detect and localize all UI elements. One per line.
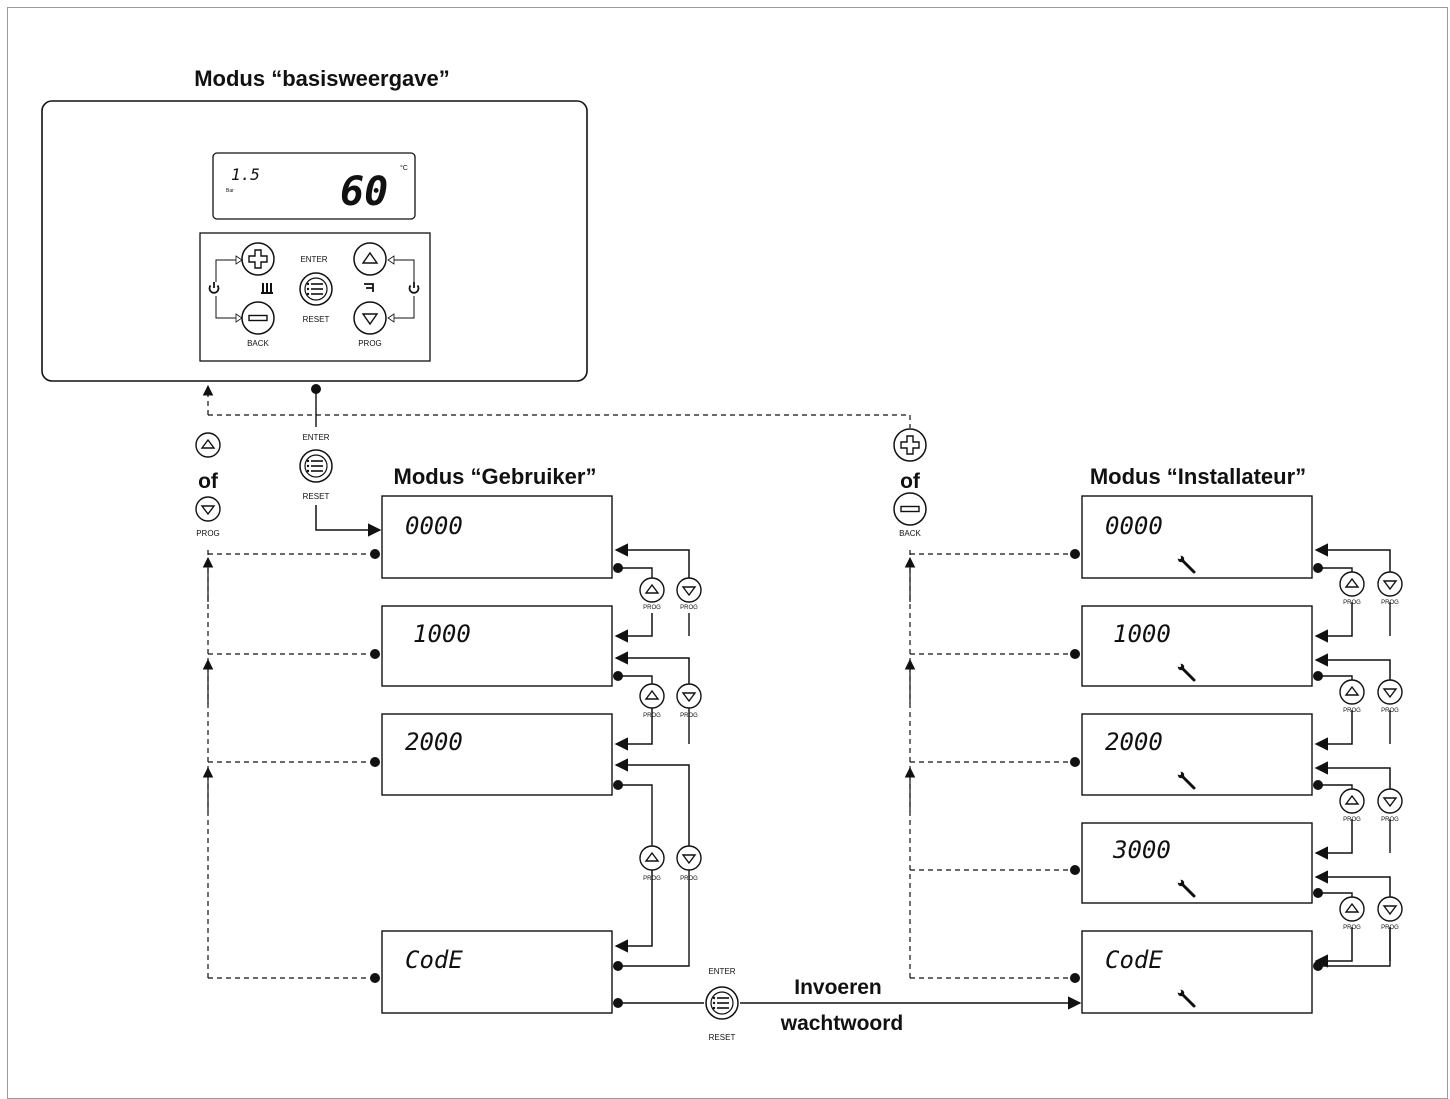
up-button[interactable] — [1339, 679, 1365, 705]
up-button[interactable] — [195, 432, 221, 458]
connector-line — [1318, 784, 1353, 789]
down-button[interactable] — [195, 496, 221, 522]
enter-reset-button[interactable] — [705, 986, 739, 1020]
keypad-back-label: BACK — [247, 339, 269, 348]
prog-label: PROG — [1343, 708, 1361, 714]
installer-screen-code: 3000 — [1112, 836, 1171, 864]
pressure-readout: 1.5 — [231, 165, 260, 184]
prog-label: PROG — [1381, 817, 1399, 823]
or-label: of — [900, 470, 921, 493]
user-screen-1000 — [381, 605, 613, 687]
prog-label: PROG — [680, 605, 698, 611]
down-button[interactable] — [676, 577, 702, 603]
connector-arrow — [1314, 543, 1391, 572]
up-button[interactable] — [639, 845, 665, 871]
installer-screen-3000 — [1081, 822, 1313, 904]
down-button[interactable] — [1377, 571, 1403, 597]
prog-label: PROG — [1381, 708, 1399, 714]
enter-label: ENTER — [302, 433, 329, 442]
connector-arrow — [1314, 927, 1353, 968]
power-icon — [208, 282, 220, 294]
up-button[interactable] — [1339, 788, 1365, 814]
user-screen-code: 2000 — [405, 728, 463, 756]
up-button[interactable] — [1339, 571, 1365, 597]
keypad-prog-label: PROG — [358, 339, 382, 348]
up-button[interactable] — [639, 577, 665, 603]
plus-button[interactable] — [241, 242, 275, 276]
connector-line — [1318, 675, 1353, 680]
keypad-enter-label: ENTER — [300, 255, 327, 264]
prog-label: PROG — [196, 529, 220, 538]
connector-arrow — [1314, 653, 1391, 680]
prog-label: PROG — [680, 876, 698, 882]
installer-screen-1000 — [1081, 605, 1313, 687]
down-button[interactable] — [676, 845, 702, 871]
basic-display — [212, 152, 416, 220]
down-button[interactable] — [1377, 788, 1403, 814]
user-screen-2000 — [381, 713, 613, 796]
prog-label: PROG — [1381, 600, 1399, 606]
pressure-unit: Bar — [226, 188, 234, 194]
prog-label: PROG — [1343, 600, 1361, 606]
temperature-unit: °C — [400, 164, 408, 172]
connector-line — [1318, 892, 1353, 897]
connector-line — [1318, 927, 1391, 967]
minus-button[interactable] — [241, 301, 275, 335]
down-button[interactable] — [1377, 679, 1403, 705]
connector-arrow — [1314, 870, 1391, 897]
connector-arrow — [1314, 761, 1391, 789]
prog-label: PROG — [680, 713, 698, 719]
minus-button[interactable] — [893, 492, 927, 526]
enter-label: ENTER — [708, 967, 735, 976]
or-label: of — [198, 470, 219, 493]
installer-mode-title: Modus “Installateur” — [1090, 464, 1306, 489]
back-label: BACK — [899, 529, 921, 538]
prog-label: PROG — [643, 713, 661, 719]
prog-label: PROG — [643, 876, 661, 882]
radiator-icon — [261, 283, 273, 294]
user-screen-code: 1000 — [413, 620, 471, 648]
enter-reset-button[interactable] — [299, 449, 333, 483]
user-screen-code-entry — [381, 930, 613, 1014]
user-screen-0000 — [381, 495, 613, 579]
connector-arrow — [1314, 602, 1353, 643]
password-label-line1: Invoeren — [794, 976, 882, 999]
enter-reset-button[interactable] — [299, 272, 333, 306]
installer-screen-2000 — [1081, 713, 1313, 796]
connector-arrow — [1314, 819, 1353, 860]
prog-label: PROG — [1343, 817, 1361, 823]
basic-mode-title: Modus “basisweergave” — [194, 66, 450, 91]
reset-label: RESET — [709, 1033, 736, 1042]
installer-screen-0000 — [1081, 495, 1313, 579]
plus-button[interactable] — [893, 428, 927, 462]
temperature-readout: 60 — [340, 169, 388, 215]
user-mode-title: Modus “Gebruiker” — [394, 464, 597, 489]
up-button[interactable] — [639, 683, 665, 709]
user-screen-code: 0000 — [405, 512, 463, 540]
down-button[interactable] — [1377, 896, 1403, 922]
down-button[interactable] — [676, 683, 702, 709]
up-button[interactable] — [353, 242, 387, 276]
password-label-line2: wachtwoord — [780, 1012, 904, 1035]
tap-icon — [364, 283, 374, 292]
installer-screen-code-entry — [1081, 930, 1313, 1014]
connector-arrow — [1314, 710, 1353, 751]
prog-label: PROG — [1343, 925, 1361, 931]
user-screen-code: CodE — [405, 946, 463, 974]
power-icon — [408, 282, 420, 294]
keypad-reset-label: RESET — [303, 315, 330, 324]
down-button[interactable] — [353, 301, 387, 335]
prog-label: PROG — [643, 605, 661, 611]
installer-screen-code: CodE — [1105, 946, 1163, 974]
connector-line — [1318, 567, 1353, 572]
reset-label: RESET — [303, 492, 330, 501]
installer-screen-code: 2000 — [1105, 728, 1163, 756]
installer-screen-code: 1000 — [1113, 620, 1171, 648]
up-button[interactable] — [1339, 896, 1365, 922]
installer-screen-code: 0000 — [1105, 512, 1163, 540]
